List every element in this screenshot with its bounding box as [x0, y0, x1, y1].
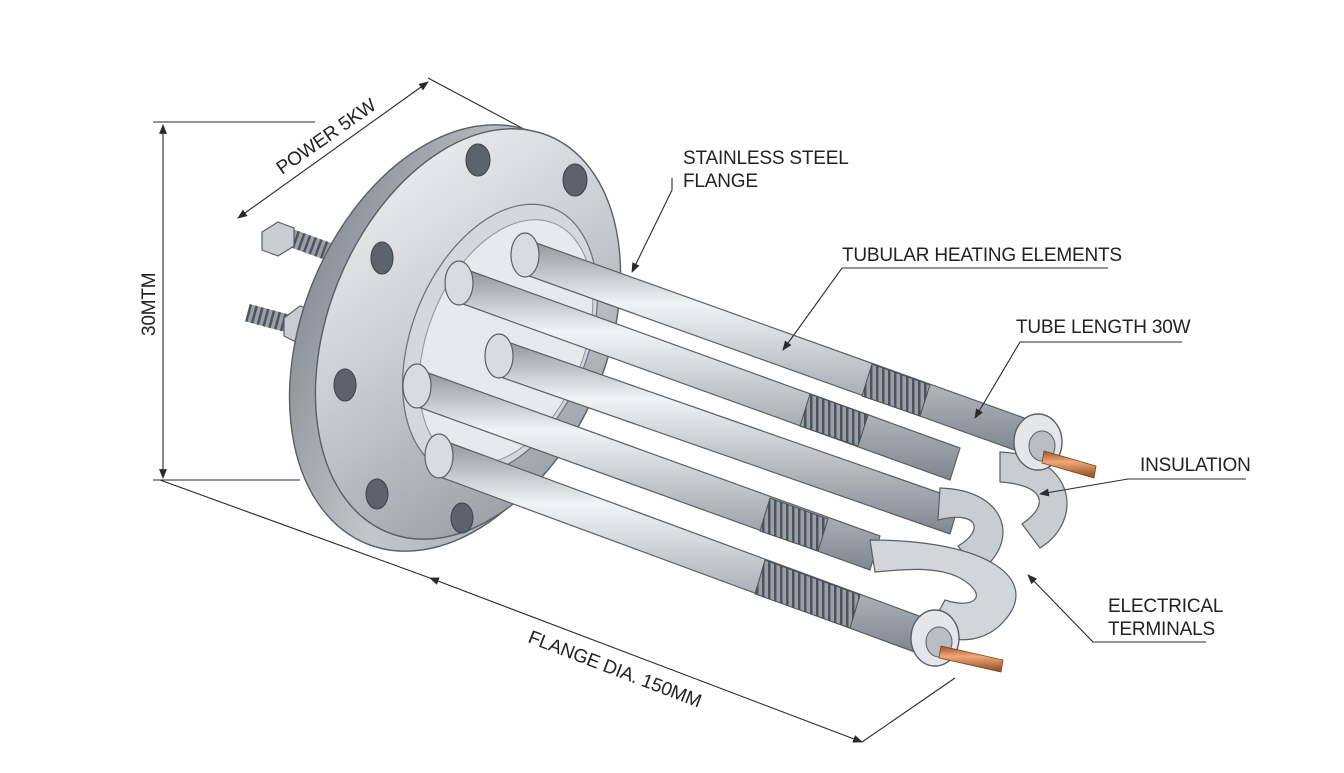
- callout-tubular-label: TUBULAR HEATING ELEMENTS: [842, 245, 1122, 266]
- callout-terminals-line2: TERMINALS: [1108, 619, 1215, 640]
- callout-flange-line1: STAINLESS STEEL: [683, 148, 849, 169]
- dimension-power-label: POWER 5KW: [273, 95, 381, 179]
- bolt-hole: [465, 143, 491, 177]
- bolt-hole: [365, 478, 389, 510]
- dimension-flange-dia-label: FLANGE DIA. 150MM: [525, 627, 704, 712]
- bolt-hole: [333, 368, 357, 402]
- dimension-height: 30MTM: [139, 121, 315, 481]
- heating-tube: [444, 260, 961, 481]
- heating-tube: [484, 333, 961, 535]
- heating-tube: [424, 433, 931, 655]
- terminal-lower: [910, 609, 1004, 673]
- callout-insulation-label: INSULATION: [1140, 455, 1251, 476]
- callout-tube-length: TUBE LENGTH 30W: [974, 317, 1191, 419]
- callout-insulation: INSULATION: [1039, 455, 1251, 497]
- callout-terminals-line1: ELECTRICAL: [1108, 596, 1223, 617]
- callout-terminals: ELECTRICAL TERMINALS: [1027, 574, 1223, 643]
- heating-tube: [402, 363, 881, 571]
- callout-flange-line2: FLANGE: [683, 171, 758, 192]
- heating-tubes: [402, 232, 1068, 655]
- callout-tube-length-label: TUBE LENGTH 30W: [1016, 317, 1191, 338]
- mounting-stud-upper: [261, 221, 341, 264]
- bolt-hole: [450, 502, 474, 534]
- bolt-hole: [370, 241, 394, 275]
- callout-tubular: TUBULAR HEATING ELEMENTS: [782, 245, 1122, 351]
- dimension-height-label: 30MTM: [139, 273, 160, 336]
- callout-flange: STAINLESS STEEL FLANGE: [631, 148, 849, 273]
- terminal-upper: [1013, 413, 1097, 479]
- bolt-hole: [562, 163, 588, 197]
